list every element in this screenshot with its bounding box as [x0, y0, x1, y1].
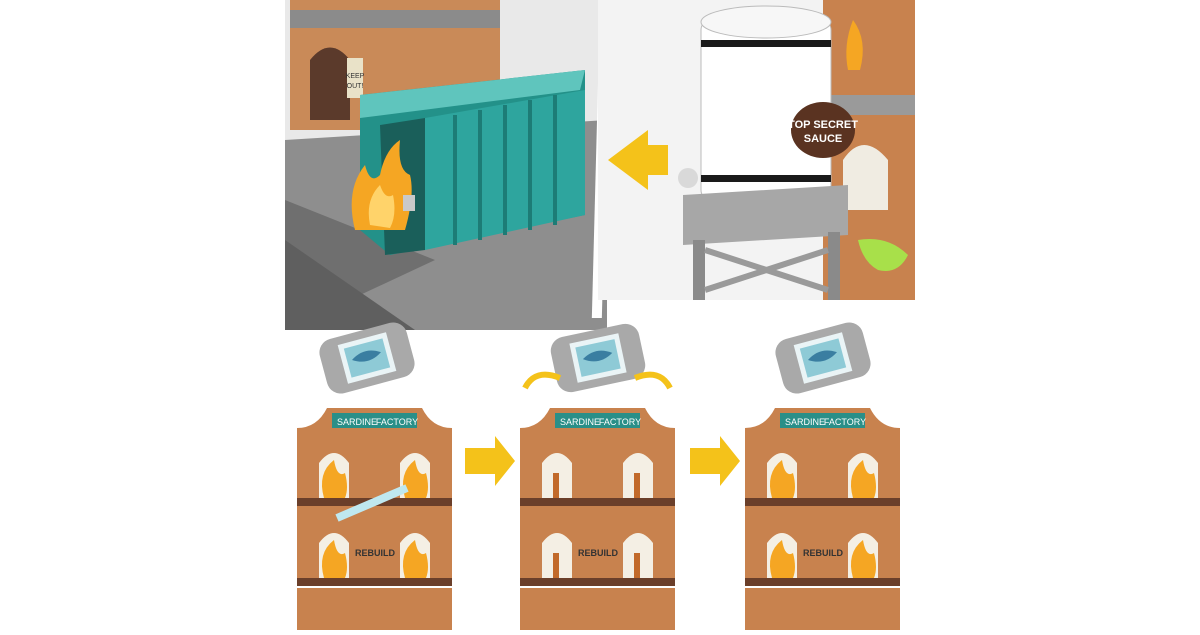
- tv-screen-icon: [316, 319, 418, 397]
- building-step-1: SARDINE FACTORY REBUILD: [297, 319, 452, 630]
- keep-out-sign-line2: OUT!: [347, 83, 364, 90]
- sign-factory: FACTORY: [824, 417, 866, 427]
- building-step-3: SARDINE FACTORY REBUILD: [745, 319, 900, 630]
- building-sequence: SARDINE FACTORY REBUILD SARDINE FACTORY: [285, 318, 915, 630]
- slime-splash: [858, 239, 908, 271]
- arrow-right-icon: [465, 436, 515, 486]
- building-arch: [310, 47, 350, 120]
- sauce-splat-label: [791, 102, 855, 158]
- container-scene-panel: KEEP OUT!: [285, 0, 607, 330]
- keep-out-sign: [347, 58, 363, 98]
- fire-flame: [351, 140, 412, 230]
- sign-sardine: SARDINE: [337, 417, 377, 427]
- tower-platform: [683, 185, 848, 245]
- sign-sardine: SARDINE: [560, 417, 600, 427]
- tower-label-line2: SAUCE: [804, 133, 843, 145]
- rotate-arrow-icon: [633, 371, 673, 390]
- sign-factory: FACTORY: [376, 417, 418, 427]
- tower-leg: [693, 240, 705, 300]
- road-plate: [285, 240, 415, 330]
- water-blast: [335, 484, 409, 522]
- keep-out-sign-line1: KEEP: [346, 73, 365, 80]
- lock-icon: [403, 195, 415, 211]
- arrow-right-icon: [690, 436, 740, 486]
- rebuild-tag: REBUILD: [578, 548, 618, 558]
- building-sequence-svg: SARDINE FACTORY REBUILD SARDINE FACTORY: [297, 319, 900, 630]
- sign-factory: FACTORY: [599, 417, 641, 427]
- tower-valve: [678, 168, 698, 188]
- water-tower-panel: TOP SECRET SAUCE: [598, 0, 915, 300]
- tower-label-line1: TOP SECRET: [788, 119, 858, 131]
- rotate-arrow-icon: [522, 371, 562, 390]
- tower-leg: [828, 232, 840, 300]
- tv-screen-icon: [772, 319, 874, 397]
- tv-screen-icon: [548, 321, 648, 395]
- sign-sardine: SARDINE: [785, 417, 825, 427]
- arrow-left-icon: [608, 130, 668, 190]
- building-step-2: SARDINE FACTORY REBUILD: [520, 321, 675, 630]
- rebuild-tag: REBUILD: [803, 548, 843, 558]
- water-tower-scene: TOP SECRET SAUCE: [608, 0, 915, 300]
- rebuild-tag: REBUILD: [355, 548, 395, 558]
- container-scene: KEEP OUT!: [285, 0, 607, 330]
